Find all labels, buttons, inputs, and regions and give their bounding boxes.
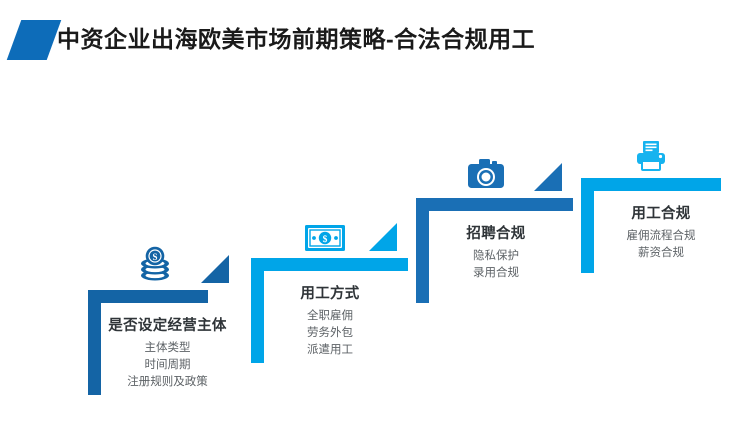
step-3-top-bar xyxy=(416,198,573,211)
step-1-item-3: 注册规则及政策 xyxy=(127,376,208,388)
step-1-left-bar xyxy=(88,290,101,395)
step-1-top-bar xyxy=(88,290,208,303)
svg-text:S: S xyxy=(152,252,157,262)
title-accent-marker xyxy=(6,20,62,60)
step-4-left-bar xyxy=(581,178,594,273)
step-2-item-3: 派遣用工 xyxy=(307,344,353,356)
step-4-title: 用工合规 xyxy=(631,206,691,222)
step-2-left-bar xyxy=(251,258,264,363)
step-3[interactable]: 招聘合规 隐私保护 录用合规 xyxy=(416,159,573,308)
step-3-item-2: 录用合规 xyxy=(473,267,519,279)
printer-icon xyxy=(637,141,665,171)
step-3-title: 招聘合规 xyxy=(466,226,526,242)
step-2-labels: 用工方式 全职雇佣 劳务外包 派遣用工 xyxy=(265,282,395,359)
page-header: 中资企业出海欧美市场前期策略-合法合规用工 xyxy=(0,18,750,62)
printer-icon-wrap xyxy=(629,130,673,172)
step-1-labels: 是否设定经营主体 主体类型 时间周期 注册规则及政策 xyxy=(80,314,255,391)
step-2-arrow-icon xyxy=(369,223,397,251)
step-2[interactable]: $ 用工方式 全职雇佣 劳务外包 派遣用工 xyxy=(251,223,408,368)
step-4[interactable]: 用工合规 雇佣流程合规 薪资合规 xyxy=(581,141,731,288)
step-1-item-2: 时间周期 xyxy=(144,359,191,371)
page-title: 中资企业出海欧美市场前期策略-合法合规用工 xyxy=(57,26,536,52)
step-1[interactable]: S 是否设定经营主体 主体类型 时间周期 注册规则及政策 xyxy=(88,246,238,400)
step-3-labels: 招聘合规 隐私保护 录用合规 xyxy=(436,222,556,282)
banknote-icon: $ xyxy=(305,225,345,251)
camera-icon xyxy=(468,159,504,188)
coin-stack-icon: S xyxy=(141,246,169,281)
step-3-arrow-icon xyxy=(534,163,562,191)
svg-text:$: $ xyxy=(323,234,328,245)
step-4-item-1: 雇佣流程合规 xyxy=(626,230,696,242)
step-3-left-bar xyxy=(416,198,429,303)
step-2-top-bar xyxy=(251,258,408,271)
banknote-icon-wrap: $ xyxy=(303,210,347,252)
step-2-item-1: 全职雇佣 xyxy=(307,310,353,322)
step-4-top-bar xyxy=(581,178,721,191)
step-1-item-1: 主体类型 xyxy=(144,342,191,354)
step-3-item-1: 隐私保护 xyxy=(473,250,519,262)
coin-stack-icon-wrap: S xyxy=(133,240,177,282)
step-2-item-2: 劳务外包 xyxy=(307,327,353,339)
step-1-arrow-icon xyxy=(201,255,229,283)
step-2-title: 用工方式 xyxy=(300,286,360,302)
step-4-labels: 用工合规 雇佣流程合规 薪资合规 xyxy=(591,202,731,262)
step-1-title: 是否设定经营主体 xyxy=(108,318,227,334)
step-4-item-2: 薪资合规 xyxy=(638,247,684,259)
camera-icon-wrap xyxy=(464,148,508,190)
